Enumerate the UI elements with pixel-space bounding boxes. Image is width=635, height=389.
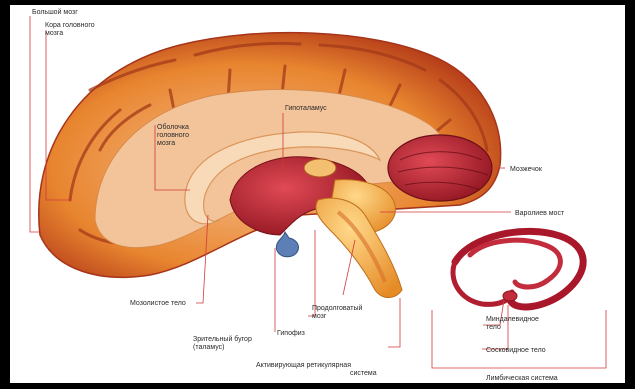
label-cerebrum: Большой мозг (32, 8, 78, 16)
label-amygdala: Миндалевидное тело (486, 316, 541, 331)
label-pituitary: Гипофиз (277, 330, 305, 337)
label-cortex: Кора головного мозга (45, 22, 97, 37)
cerebellum-shape (388, 135, 492, 201)
limbic-system-shape (453, 231, 583, 307)
label-hypothalamus: Гипоталамус (285, 105, 327, 112)
pituitary-shape (276, 232, 298, 257)
label-reticular-system: Активирующая ретикулярная система (256, 362, 377, 377)
label-mammillary-body: Сосковидное тело (486, 347, 546, 354)
label-medulla: Продолговатый мозг (312, 304, 364, 320)
label-cerebellum: Мозжечок (510, 166, 543, 173)
label-thalamus: Зрительный бугор (таламус) (193, 335, 254, 351)
label-pons: Варолиев мост (515, 210, 565, 217)
label-limbic-system: Лимбическая система (486, 374, 558, 382)
hypothalamus-shape (304, 159, 336, 177)
label-corpus-callosum: Мозолистое тело (130, 300, 186, 307)
